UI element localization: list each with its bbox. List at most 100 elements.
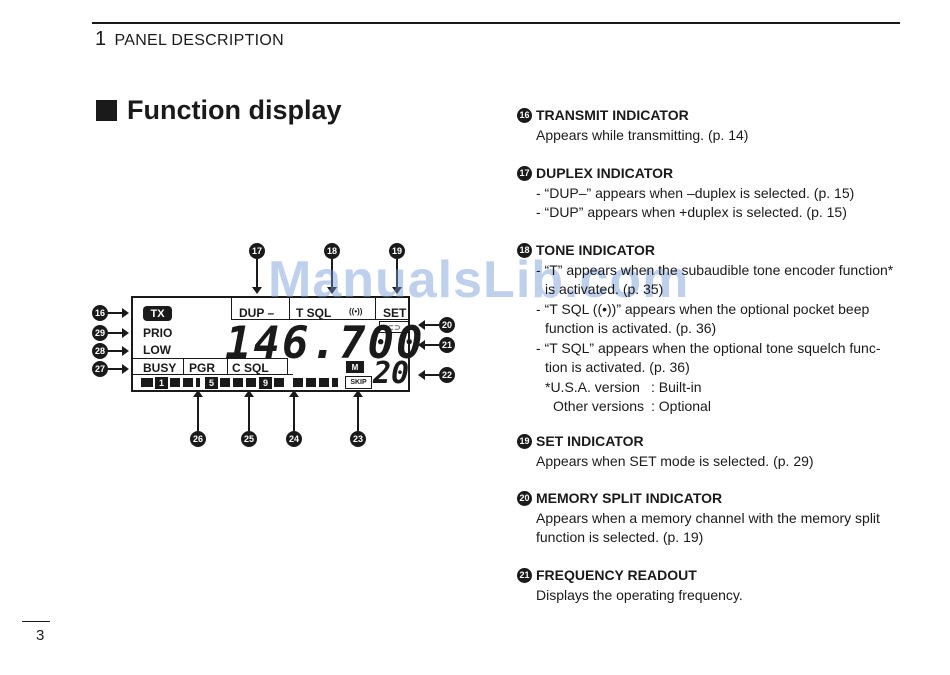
tsql-label: T SQL bbox=[296, 306, 332, 320]
version-note: Other versions : Optional bbox=[517, 397, 912, 417]
arrow-right-icon bbox=[108, 346, 129, 356]
item-title: TONE INDICATOR bbox=[536, 242, 656, 258]
dup-label: DUP – bbox=[239, 306, 275, 320]
arrow-down-icon bbox=[252, 259, 262, 294]
arrow-right-icon bbox=[108, 308, 129, 318]
signal-bar-segment bbox=[220, 378, 230, 387]
tsql-divider bbox=[289, 298, 290, 320]
section-title-text: Function display bbox=[127, 95, 342, 125]
watermark: ManualsLib.com bbox=[268, 251, 690, 309]
item-badge: 20 bbox=[517, 491, 532, 507]
arrow-up-icon bbox=[193, 390, 203, 431]
callout-25-badge: 25 bbox=[241, 431, 257, 447]
busy-divider bbox=[183, 358, 184, 375]
bar-number-1: 1 bbox=[155, 377, 168, 389]
low-label: LOW bbox=[143, 343, 171, 357]
lcd-display: TX PRIO LOW BUSY PGR C SQL DUP – T SQL (… bbox=[131, 296, 422, 392]
callout-18: 18 bbox=[324, 243, 340, 294]
callout-16-badge: 16 bbox=[92, 305, 108, 321]
set-label: SET bbox=[383, 306, 407, 320]
bar-number-5: 5 bbox=[205, 377, 218, 389]
callout-28: 28 bbox=[92, 343, 129, 359]
skip-indicator: SKIP bbox=[345, 376, 372, 389]
item-title: DUPLEX INDICATOR bbox=[536, 165, 674, 181]
item-badge: 16 bbox=[517, 108, 532, 124]
desc-line: - “DUP” appears when +duplex is selected… bbox=[536, 204, 847, 220]
callout-29-badge: 29 bbox=[92, 325, 108, 341]
signal-bar-segment bbox=[274, 378, 284, 387]
callout-19: 19 bbox=[389, 243, 405, 294]
item-badge: 21 bbox=[517, 568, 532, 584]
note-key: Other versions bbox=[553, 398, 645, 414]
note-value: : Built-in bbox=[651, 378, 702, 395]
arrow-left-icon bbox=[418, 320, 439, 330]
signal-bar-segment bbox=[332, 378, 338, 387]
tsql-beep-icon: ((•)) bbox=[349, 307, 363, 316]
callout-19-badge: 19 bbox=[389, 243, 405, 259]
callout-25: 25 bbox=[241, 390, 257, 447]
signal-bar-segment bbox=[183, 378, 193, 387]
dup-divider bbox=[231, 298, 232, 320]
desc-line: tion is activated. (p. 36) bbox=[545, 359, 690, 375]
signal-bar-segment bbox=[141, 378, 153, 387]
callout-29: 29 bbox=[92, 325, 129, 341]
callout-22: 22 bbox=[418, 367, 455, 383]
arrow-left-icon bbox=[418, 370, 439, 380]
arrow-down-icon bbox=[392, 259, 402, 294]
callout-16: 16 bbox=[92, 305, 129, 321]
callout-20: 20 bbox=[418, 317, 455, 333]
prio-label: PRIO bbox=[143, 326, 173, 340]
desc-line: Appears while transmitting. (p. 14) bbox=[536, 126, 749, 143]
page-number-rule bbox=[22, 621, 50, 622]
section-title: Function display bbox=[96, 95, 342, 126]
desc-line: function is selected. (p. 19) bbox=[536, 529, 704, 545]
busy-label: BUSY bbox=[143, 361, 177, 375]
callout-17-badge: 17 bbox=[249, 243, 265, 259]
desc-line: - “DUP–” appears when –duplex is selecte… bbox=[536, 184, 855, 201]
item-title: SET INDICATOR bbox=[536, 433, 644, 449]
arrow-up-icon bbox=[353, 390, 363, 431]
signal-bar-segment bbox=[196, 378, 200, 387]
signal-bar-segment bbox=[306, 378, 316, 387]
callout-27-badge: 27 bbox=[92, 361, 108, 377]
item-title: MEMORY SPLIT INDICATOR bbox=[536, 490, 723, 506]
callout-24: 24 bbox=[286, 390, 302, 447]
bar-number-9: 9 bbox=[259, 377, 272, 389]
callout-23-badge: 23 bbox=[350, 431, 366, 447]
callout-28-badge: 28 bbox=[92, 343, 108, 359]
callout-26-badge: 26 bbox=[190, 431, 206, 447]
desc-line: Displays the operating frequency. bbox=[536, 586, 743, 603]
desc-line: function is activated. (p. 36) bbox=[545, 320, 717, 336]
desc-line: - “T” appears when the subaudible tone e… bbox=[536, 261, 894, 278]
signal-bar-segment bbox=[246, 378, 256, 387]
frequency-readout: 146.700 bbox=[225, 318, 425, 369]
csql-label: C SQL bbox=[232, 361, 269, 375]
callout-17: 17 bbox=[249, 243, 265, 294]
set-divider bbox=[375, 298, 376, 320]
callout-22-badge: 22 bbox=[439, 367, 455, 383]
item-badge: 18 bbox=[517, 243, 532, 259]
note-key: *U.S.A. version bbox=[545, 378, 640, 395]
pgr-divider bbox=[227, 358, 228, 375]
tx-indicator: TX bbox=[143, 306, 172, 321]
desc-line: Appears when SET mode is selected. (p. 2… bbox=[536, 452, 814, 469]
note-value: : Optional bbox=[651, 398, 711, 414]
callout-27: 27 bbox=[92, 361, 129, 377]
page-number: 3 bbox=[36, 627, 45, 644]
memory-channel-readout: 20 bbox=[373, 356, 410, 391]
signal-bar-segment bbox=[319, 378, 329, 387]
version-note: *U.S.A. version : Built-in bbox=[517, 378, 912, 398]
bar-row-rule bbox=[133, 374, 293, 375]
memory-split-icon: ⊂⊃ bbox=[379, 321, 409, 333]
top-row-rule bbox=[231, 319, 408, 320]
signal-bar-segment bbox=[293, 378, 303, 387]
item-badge: 19 bbox=[517, 434, 532, 450]
